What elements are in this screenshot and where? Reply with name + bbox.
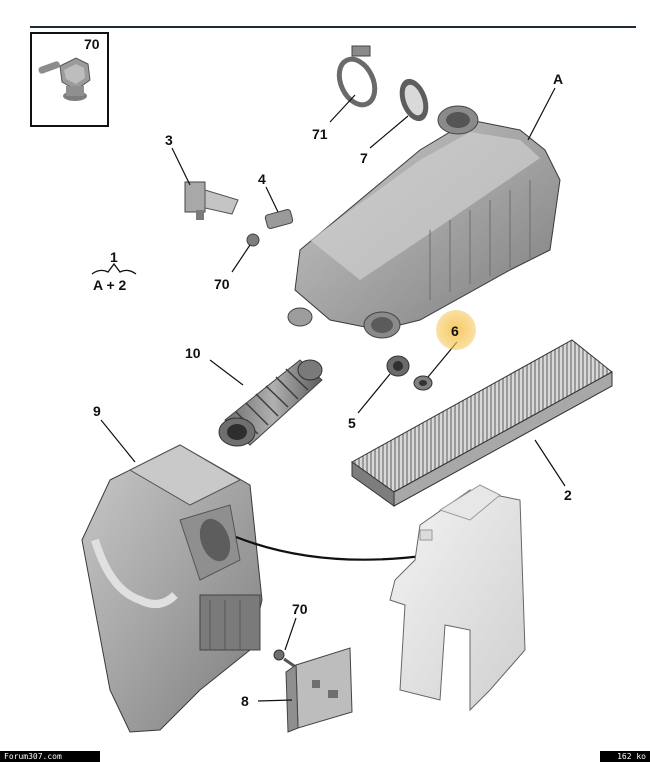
callout-70-inset: 70: [84, 36, 100, 52]
callout-10: 10: [185, 345, 201, 361]
callout-71: 71: [312, 126, 328, 142]
air-filter-housing-upper: [287, 105, 561, 339]
grommet-6: [413, 375, 433, 391]
callout-8: 8: [241, 693, 249, 709]
callout-2: 2: [564, 487, 572, 503]
part-70-inset: 70: [30, 32, 109, 127]
callout-70-low: 70: [292, 601, 308, 617]
callout-9: 9: [93, 403, 101, 419]
sensor-3: [184, 181, 239, 220]
intake-hose-10: [218, 359, 323, 447]
hose-clamp-71: [336, 45, 378, 108]
group-1-brace: [91, 262, 137, 275]
connector-4: [264, 209, 294, 229]
callout-7: 7: [360, 150, 368, 166]
callout-70-mid: 70: [214, 276, 230, 292]
callout-A: A: [553, 71, 563, 87]
filter-element-2: [351, 339, 613, 507]
callout-6: 6: [451, 323, 459, 339]
callout-4: 4: [258, 171, 266, 187]
footer-bar: Forum307.com 162 ko: [0, 750, 650, 762]
highlight-6: [436, 310, 476, 350]
heat-shield: [389, 484, 526, 712]
assembly-curve: [235, 535, 431, 561]
callout-1-sub: A + 2: [93, 277, 127, 293]
callout-5: 5: [348, 415, 356, 431]
seal-ring-7: [399, 78, 429, 122]
leader-lines: [100, 87, 566, 702]
footer-site-label: Forum307.com: [0, 751, 100, 762]
air-filter-housing-lower-9: [81, 444, 263, 733]
bolt-70-illustration: [38, 57, 91, 101]
footer-size-label: 162 ko: [600, 751, 650, 762]
grommet-5: [386, 355, 410, 377]
bracket-8: [285, 647, 353, 733]
bolt-70-mid: [246, 233, 260, 247]
callout-1: 1: [110, 249, 118, 265]
callout-3: 3: [165, 132, 173, 148]
